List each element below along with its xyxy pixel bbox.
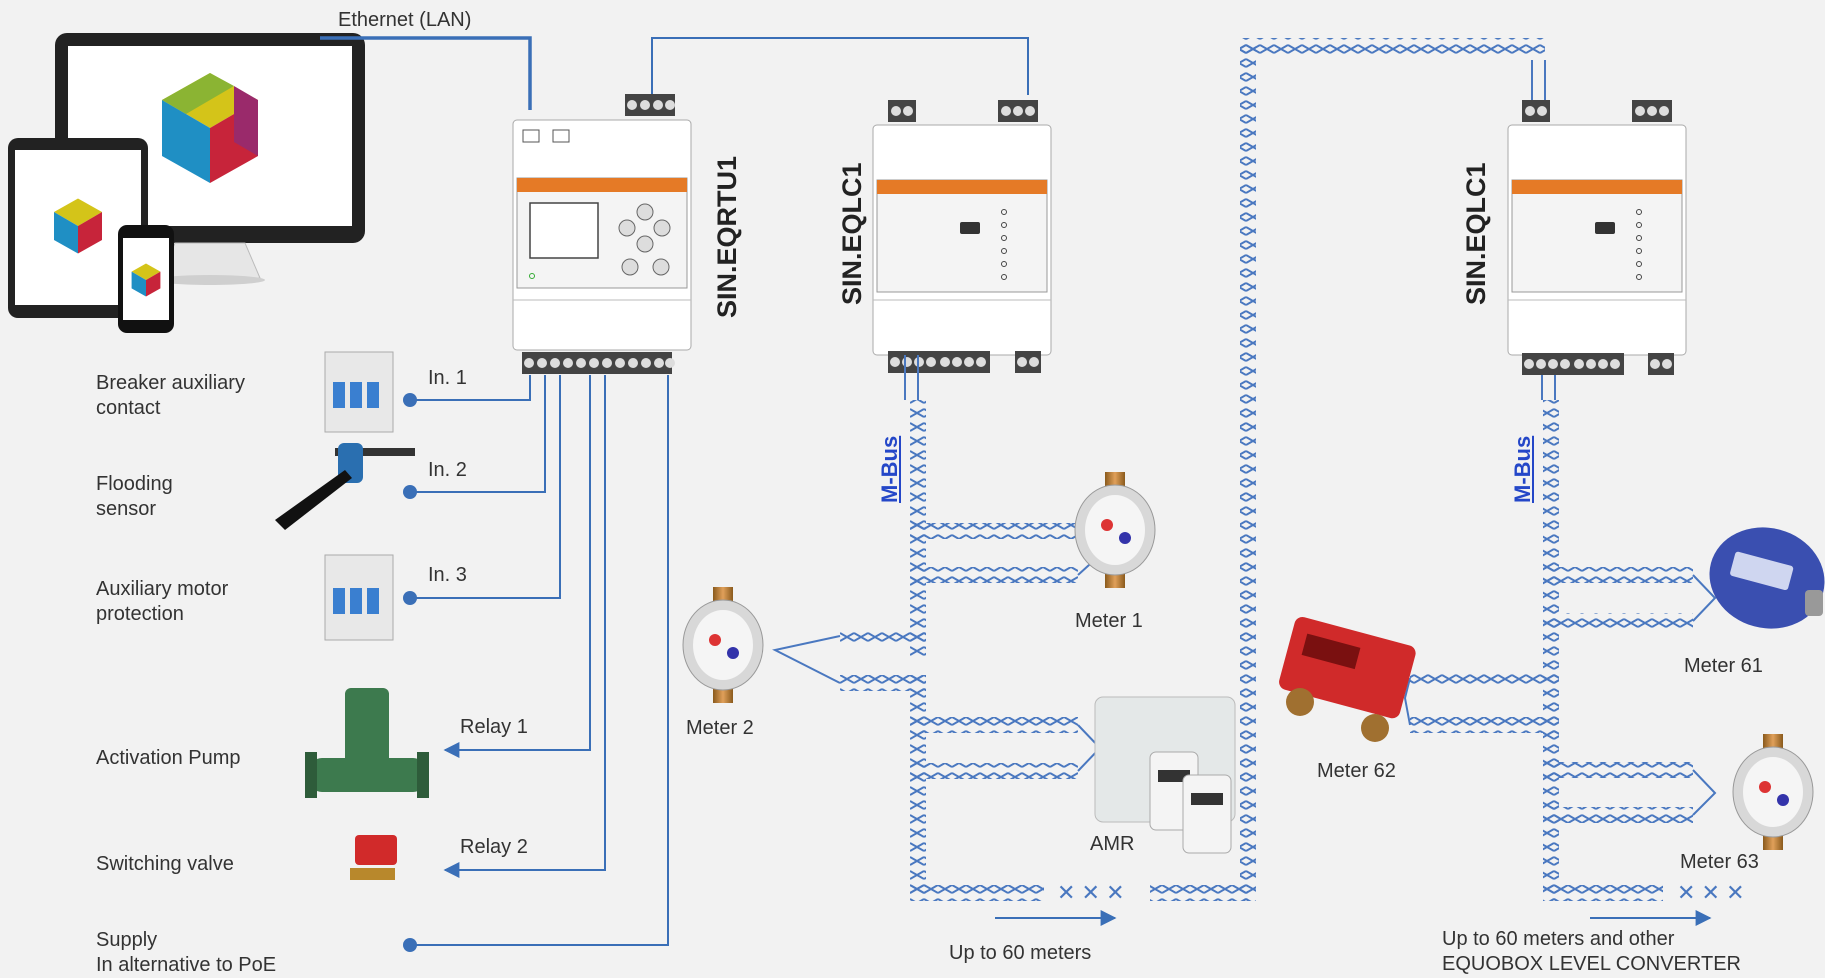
- usb-port-icon: [960, 222, 980, 234]
- mbus-label-1: M-Bus: [877, 435, 902, 503]
- output-1-label: Activation Pump: [96, 747, 241, 769]
- water-meter-icon: [682, 587, 764, 703]
- water-meter-icon: [1074, 472, 1156, 588]
- input-1-label: Breaker auxiliary contact: [96, 372, 245, 419]
- display-devices: [8, 33, 365, 333]
- usb-port-icon: [1595, 222, 1615, 234]
- mbus-line-2: ✕ ✕ ✕: [1403, 60, 1745, 926]
- amr-icon: [1094, 696, 1236, 854]
- meter-61-label: Meter 61: [1684, 655, 1763, 677]
- converter-1-name-label: SIN.EQLC1: [837, 162, 867, 305]
- rtu-device: [512, 94, 692, 374]
- valve-icon: [350, 835, 397, 880]
- converter-2-device: [1507, 100, 1687, 375]
- rtu-keypad: [618, 203, 671, 276]
- svg-text:✕ ✕ ✕: ✕ ✕ ✕: [1057, 880, 1125, 905]
- mbus-label-2: M-Bus: [1510, 435, 1535, 503]
- supply-label: Supply In alternative to PoE: [96, 929, 277, 976]
- svg-text:✕ ✕ ✕: ✕ ✕ ✕: [1677, 880, 1745, 905]
- rtu-name-label: SIN.EQRTU1: [712, 155, 742, 318]
- meter-62-label: Meter 62: [1317, 760, 1396, 782]
- output-2-channel: Relay 2: [460, 836, 528, 858]
- meter-1-label: Meter 1: [1075, 610, 1143, 632]
- heat-meter-icon: [1279, 617, 1416, 742]
- meter-63-label: Meter 63: [1680, 851, 1759, 873]
- io-wiring: [410, 375, 669, 946]
- electronic-meter-icon: [1709, 527, 1825, 629]
- logo-icon: [162, 73, 258, 183]
- amr-label: AMR: [1090, 833, 1135, 855]
- logo-icon: [54, 198, 102, 254]
- bus-2-capacity-note: Up to 60 meters and other EQUOBOX LEVEL …: [1442, 928, 1741, 975]
- pump-icon: [305, 688, 429, 798]
- input-3-label: Auxiliary motor protection: [96, 578, 229, 625]
- input-3-channel: In. 3: [428, 564, 467, 586]
- water-meter-icon: [1732, 734, 1814, 850]
- ethernet-cable: [320, 36, 532, 110]
- output-2-label: Switching valve: [96, 853, 234, 875]
- float-sensor-icon: [275, 443, 415, 530]
- meter-2-label: Meter 2: [686, 717, 754, 739]
- input-2-label: Flooding sensor: [96, 473, 173, 520]
- ethernet-label: Ethernet (LAN): [338, 9, 472, 31]
- logo-icon: [131, 263, 161, 297]
- mbus-line-1: ✕ ✕ ✕: [772, 38, 1545, 926]
- input-1-channel: In. 1: [428, 367, 467, 389]
- breaker-icon: [324, 351, 394, 433]
- rtu-display: [529, 202, 599, 259]
- converter-1-device: [872, 100, 1052, 373]
- input-terminals: [403, 393, 417, 952]
- output-1-channel: Relay 1: [460, 716, 528, 738]
- breaker-icon: [324, 554, 394, 641]
- rs485-link: [651, 37, 1029, 95]
- bus-1-capacity-note: Up to 60 meters: [949, 942, 1092, 964]
- converter-2-name-label: SIN.EQLC1: [1461, 162, 1491, 305]
- input-2-channel: In. 2: [428, 459, 467, 481]
